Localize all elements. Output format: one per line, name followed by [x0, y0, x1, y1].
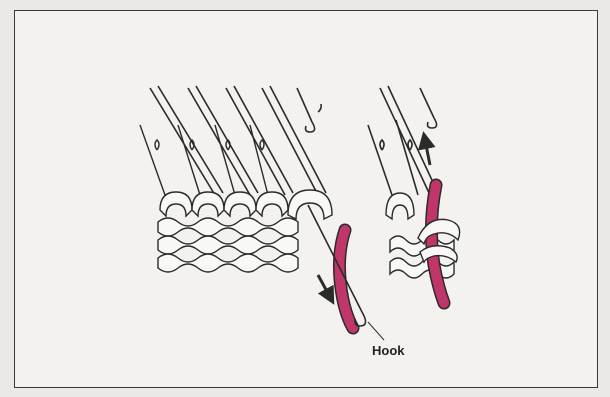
hook-label: Hook — [372, 343, 405, 358]
latch-hook-icon-right — [420, 88, 437, 128]
arrow-down-icon — [318, 275, 330, 297]
needle-row-back — [150, 86, 326, 195]
knit-fabric-left — [158, 190, 332, 272]
latch-hook-icon — [297, 88, 321, 132]
needle-row-front — [140, 125, 268, 195]
hook-leader-line — [368, 322, 384, 340]
arrow-up-icon — [425, 140, 430, 165]
